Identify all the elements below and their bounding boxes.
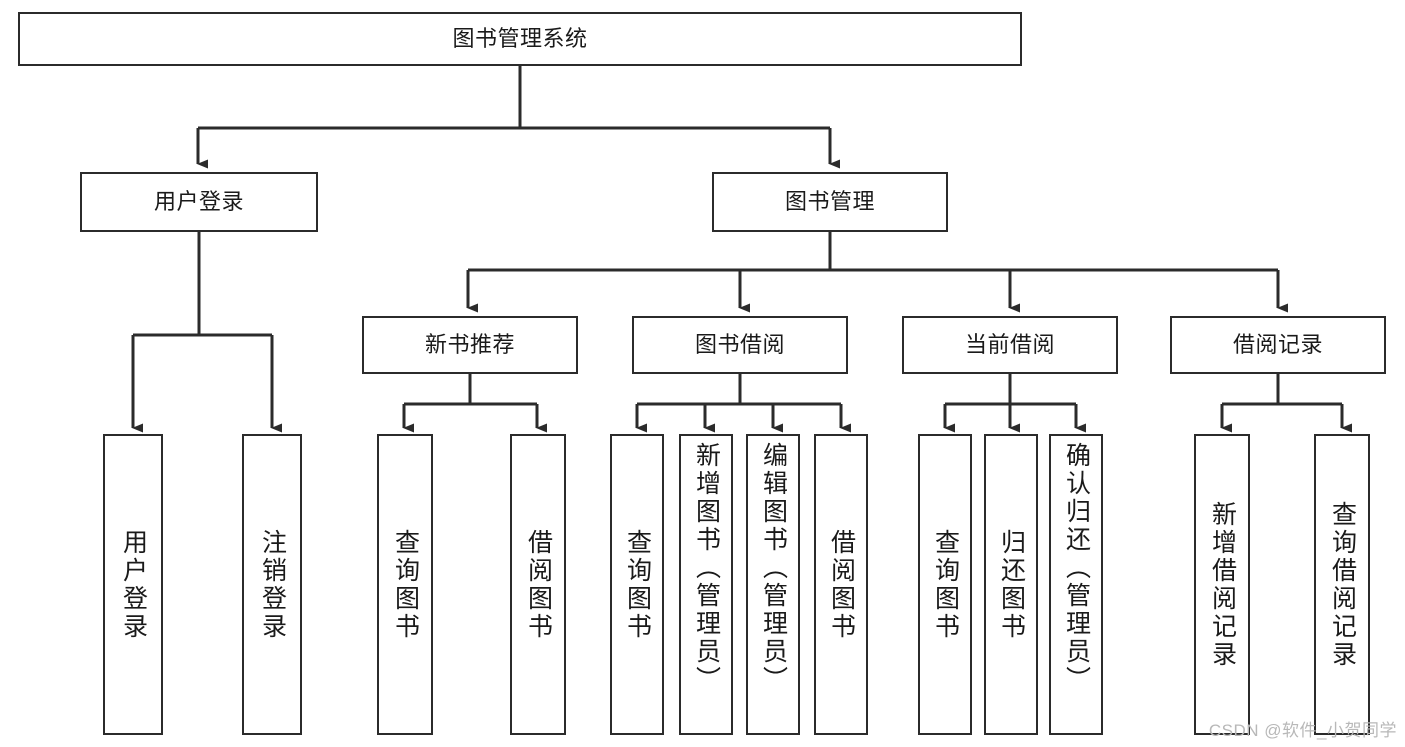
node-current-borrow-label: 当前借阅 [964,332,1055,358]
leaf-user-login-login[interactable]: 用户登录 [103,434,163,735]
leaf-current-borrow-confirm-return[interactable]: 确认归还（管理员） [1049,434,1103,735]
node-current-borrow[interactable]: 当前借阅 [902,316,1118,374]
node-root-label: 图书管理系统 [452,26,588,52]
leaf-new-book-borrow-label: 借阅图书 [524,528,553,641]
node-user-login[interactable]: 用户登录 [80,172,318,232]
leaf-user-login-login-label: 用户登录 [119,528,148,641]
node-root-book-management-system[interactable]: 图书管理系统 [18,12,1022,66]
node-user-login-label: 用户登录 [153,189,244,215]
leaf-current-borrow-return-label: 归还图书 [997,528,1026,641]
node-new-book-recommend[interactable]: 新书推荐 [362,316,578,374]
node-book-borrow-label: 图书借阅 [694,332,785,358]
leaf-current-borrow-query[interactable]: 查询图书 [918,434,972,735]
leaf-current-borrow-return[interactable]: 归还图书 [984,434,1038,735]
leaf-borrow-record-add-label: 新增借阅记录 [1208,500,1237,669]
leaf-book-borrow-query[interactable]: 查询图书 [610,434,664,735]
leaf-book-borrow-query-label: 查询图书 [623,528,652,641]
node-borrow-record[interactable]: 借阅记录 [1170,316,1386,374]
leaf-user-login-logout[interactable]: 注销登录 [242,434,302,735]
leaf-borrow-record-query[interactable]: 查询借阅记录 [1314,434,1370,735]
node-book-management-label: 图书管理 [784,189,875,215]
leaf-book-borrow-add[interactable]: 新增图书（管理员） [679,434,733,735]
node-book-borrow[interactable]: 图书借阅 [632,316,848,374]
leaf-new-book-query[interactable]: 查询图书 [377,434,433,735]
leaf-borrow-record-add[interactable]: 新增借阅记录 [1194,434,1250,735]
leaf-book-borrow-borrow-label: 借阅图书 [827,528,856,641]
leaf-book-borrow-edit-label: 编辑图书（管理员） [759,442,788,694]
node-book-management[interactable]: 图书管理 [712,172,948,232]
leaf-user-login-logout-label: 注销登录 [258,528,287,641]
leaf-current-borrow-query-label: 查询图书 [931,528,960,641]
leaf-new-book-query-label: 查询图书 [391,528,420,641]
leaf-borrow-record-query-label: 查询借阅记录 [1328,500,1357,669]
leaf-new-book-borrow[interactable]: 借阅图书 [510,434,566,735]
leaf-book-borrow-borrow[interactable]: 借阅图书 [814,434,868,735]
csdn-watermark: CSDN @软件_小贺同学 [1208,721,1397,740]
node-borrow-record-label: 借阅记录 [1232,332,1323,358]
leaf-book-borrow-edit[interactable]: 编辑图书（管理员） [746,434,800,735]
leaf-book-borrow-add-label: 新增图书（管理员） [692,442,721,694]
leaf-current-borrow-confirm-return-label: 确认归还（管理员） [1062,442,1091,694]
node-new-book-recommend-label: 新书推荐 [424,332,515,358]
